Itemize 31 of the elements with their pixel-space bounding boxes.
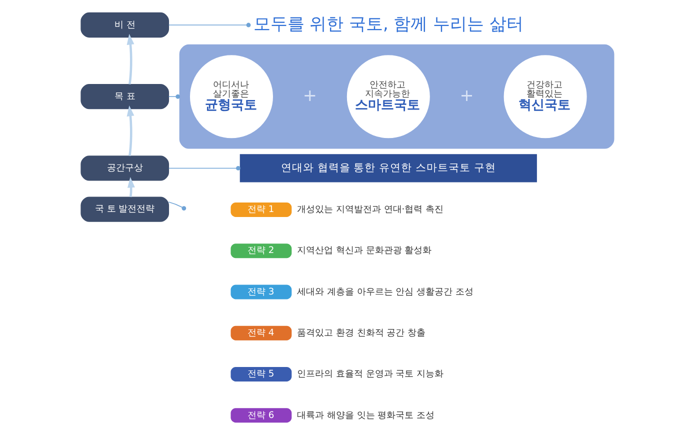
node-label: 세대와 계층을 아우르는 안심 생활공간 조성 xyxy=(296,287,474,298)
node-box: 전략 2 xyxy=(230,244,292,258)
arrow xyxy=(126,106,134,156)
node-label: 품격있고 환경 친화적 공간 창출 xyxy=(296,328,426,338)
node-label: 지역산업 혁신과 문화관광 활성화 xyxy=(296,246,432,256)
connector xyxy=(168,22,250,28)
node-box: 전략 6 xyxy=(230,408,292,423)
cluster xyxy=(178,44,614,149)
node-box: 전략 1 xyxy=(230,202,292,217)
node-box: 비 전 xyxy=(80,12,169,38)
label: + xyxy=(302,84,316,105)
node-circle: 어디서나 살기좋은 균형국토 xyxy=(189,55,272,138)
node-box: 공간구상 xyxy=(80,156,169,181)
node-label: 개성있는 지역발전과 연대·협력 촉진 xyxy=(296,205,444,216)
node-box: 목 표 xyxy=(80,84,169,110)
node-box: 연대와 협력을 통한 유연한 스마트국토 구현 xyxy=(239,154,536,182)
connector xyxy=(168,166,240,170)
arrow xyxy=(126,176,134,198)
label: + xyxy=(459,84,474,105)
node-label: 대륙과 해양을 잇는 평화국토 조성 xyxy=(296,410,434,421)
arrow xyxy=(126,34,134,84)
node-text: 모두를 위한 국토, 함께 누리는 삶터 xyxy=(252,13,523,34)
node-box: 전략 4 xyxy=(230,326,292,340)
node-label: 인프라의 효율적 운영과 국토 지능화 xyxy=(296,370,444,380)
node-box: 국 토 발전전략 xyxy=(80,196,169,222)
node-box: 전략 3 xyxy=(230,284,292,300)
node-circle: 건강하고 활력있는 혁신국토 xyxy=(503,55,586,138)
node-box: 전략 5 xyxy=(230,367,292,382)
node-circle: 안전하고 지속가능한 스마트국토 xyxy=(346,55,430,138)
connector xyxy=(168,94,180,99)
connector xyxy=(168,202,182,208)
